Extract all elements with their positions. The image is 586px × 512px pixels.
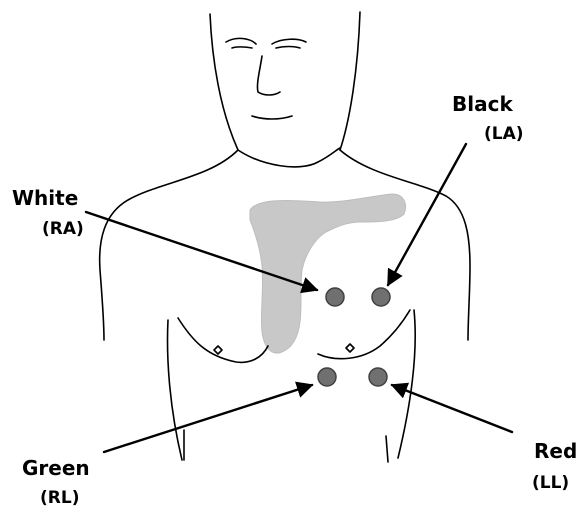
left-nipple bbox=[214, 346, 222, 354]
right-torso-line bbox=[398, 310, 415, 458]
electrode-ll bbox=[369, 368, 387, 386]
label-ra-color: White bbox=[12, 186, 78, 210]
left-chest-line bbox=[178, 318, 268, 362]
label-ra-code: (RA) bbox=[42, 219, 84, 239]
label-ll-color: Red bbox=[534, 439, 577, 463]
right-shoulder-line bbox=[340, 150, 470, 340]
electrode-la bbox=[372, 288, 390, 306]
label-ll-code: (LL) bbox=[532, 473, 569, 493]
electrodes bbox=[318, 288, 390, 386]
right-nipple bbox=[346, 344, 354, 352]
neck-right-line bbox=[340, 12, 360, 150]
nose bbox=[257, 56, 280, 95]
left-eye bbox=[226, 38, 256, 48]
mouth bbox=[252, 116, 292, 119]
electrode-ra bbox=[326, 288, 344, 306]
chin-line bbox=[238, 148, 340, 167]
label-rl-code: (RL) bbox=[40, 488, 79, 508]
label-la-code: (LA) bbox=[484, 124, 524, 144]
label-rl-color: Green bbox=[22, 456, 90, 480]
right-eye bbox=[272, 39, 306, 48]
label-la-color: Black bbox=[452, 92, 513, 116]
right-lower-mark bbox=[386, 436, 388, 462]
neck-left-line bbox=[210, 14, 238, 150]
left-shoulder-line bbox=[100, 150, 238, 340]
arrow-rl bbox=[104, 385, 312, 452]
arrow-ll bbox=[392, 385, 512, 432]
left-torso-line bbox=[168, 320, 182, 460]
heart-shading bbox=[250, 194, 406, 353]
electrode-rl bbox=[318, 368, 336, 386]
right-chest-line bbox=[318, 310, 410, 359]
